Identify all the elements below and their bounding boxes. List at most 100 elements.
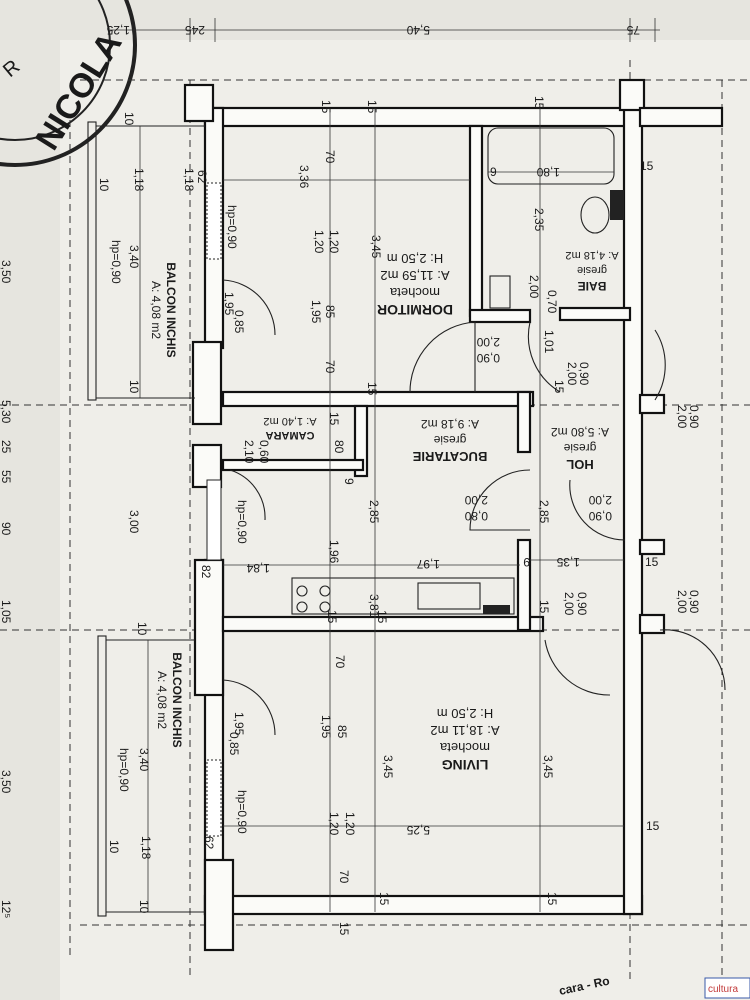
dim-label: 0,80 (464, 509, 488, 523)
dim-label: 15 (645, 555, 659, 569)
wall-bottom (203, 894, 644, 916)
balcony-top (87, 121, 205, 401)
dim-label: 0,85 (232, 310, 246, 334)
dim-label: 70 (337, 870, 351, 884)
room-living: LIVING mocheta A: 18,11 m2 H: 2,50 m (430, 706, 499, 773)
dim-label: 1,95 (232, 712, 246, 736)
paper-sheet (60, 40, 750, 1000)
shower-tray (489, 275, 511, 309)
dim-label: 1,25 (106, 23, 130, 37)
dim-label: 70 (333, 655, 347, 669)
windows (206, 182, 222, 837)
hp-label: hp=0,90 (109, 240, 123, 284)
pillar-top-right (618, 78, 646, 112)
dim-label: 62 (202, 836, 216, 850)
wall-top-ext (638, 106, 724, 128)
room-name: BAIE (578, 279, 607, 293)
wall-buc-right-top (516, 390, 532, 454)
dim-label: 1,95 (319, 715, 333, 739)
dim-label: 10 (127, 380, 141, 394)
room-bucatarie: BUCATARIE gresie A: 9,18 m2 (412, 417, 487, 464)
dim-label: 15 (532, 96, 546, 110)
dim-label: 9 (523, 555, 530, 569)
dim-label: 10 (107, 840, 121, 854)
dim-label: 85 (335, 725, 349, 739)
hp-label: hp=0,90 (225, 205, 239, 249)
room-area: A: 18,11 m2 (430, 723, 499, 738)
dim-label: 15 (545, 892, 559, 906)
wall-top (203, 106, 644, 128)
room-area: A: 5,80 m2 (551, 425, 609, 439)
walls (183, 78, 724, 952)
room-dormitor: DORMITOR mocheta A: 11,59 m2 H: 2,50 m (377, 251, 453, 318)
dim-label: 1,20 (343, 812, 357, 836)
dim-label: 1,20 (327, 230, 341, 254)
dim-label: 1,96 (327, 540, 341, 564)
dim-label: 10 (135, 622, 149, 636)
dim-label: 3,00 (127, 510, 141, 534)
corner-tag: cultura (708, 984, 738, 995)
dim-label: 70 (323, 360, 337, 374)
dim-label: 25 (0, 440, 13, 454)
dim-label: 0,90 (575, 592, 589, 616)
room-area: A: 4,08 m2 (149, 281, 163, 339)
dim-label: 1,18 (182, 168, 196, 192)
wall-dormitor-bottom (221, 390, 535, 408)
room-area: A: 1,40 m2 (263, 415, 316, 427)
dim-label: 15 (365, 100, 379, 114)
dim-label: 15 (327, 412, 341, 426)
wall-baie-bottom (468, 308, 532, 324)
dim-label: 15 (640, 159, 654, 173)
room-finish: mocheta (389, 285, 440, 300)
wall-living-top (221, 615, 545, 633)
dim-label: 9 (342, 478, 356, 485)
pillar-mid-left (191, 340, 223, 426)
dim-label: 3,50 (0, 260, 13, 284)
dim-label: 2,00 (565, 362, 579, 386)
dim-label: 3,50 (0, 770, 13, 794)
room-height: H: 2,50 m (387, 251, 443, 266)
dimension-labels: 5,40 75 245 1,25 10 10 10 10 10 10 1,18 … (0, 23, 701, 936)
room-name: DORMITOR (377, 302, 453, 318)
dim-label: 2,85 (537, 500, 551, 524)
dim-label: 0,90 (687, 405, 701, 429)
room-name: LIVING (442, 757, 489, 773)
dim-label: 0,60 (257, 440, 271, 464)
dim-label: 62 (195, 170, 209, 184)
wall-camara-bottom (221, 458, 365, 472)
wall-camara-right (353, 404, 369, 478)
dim-label: 15 (319, 100, 333, 114)
wall-hol-stub (638, 538, 666, 556)
dim-label: 15 (365, 382, 379, 396)
dim-label: 2,00 (562, 592, 576, 616)
wall-baie-bottom-r (558, 306, 632, 322)
dim-label: 70 (323, 150, 337, 164)
dim-label: 82 (199, 565, 213, 579)
room-balcon-bottom: BALCON INCHIS A: 4,08 m2 (155, 652, 184, 747)
room-finish: gresie (577, 264, 607, 276)
dim-label: 245 (185, 23, 205, 37)
wall-right (622, 106, 644, 916)
dim-label: 3,45 (369, 235, 383, 259)
dim-label: 2,00 (675, 405, 689, 429)
dim-label: 3,36 (297, 165, 311, 189)
dim-label: 2,35 (532, 208, 546, 232)
room-name: HOL (566, 457, 594, 472)
dim-label: 1,20 (327, 812, 341, 836)
dim-label: 2,85 (367, 500, 381, 524)
dim-label: 10 (137, 900, 151, 914)
dim-label: 1,01 (542, 330, 556, 354)
room-camara: CAMARA A: 1,40 m2 (263, 415, 316, 441)
kitchen-sink (417, 582, 481, 610)
dim-label: 0,90 (588, 509, 612, 523)
dim-label: 15 (375, 610, 389, 624)
room-finish: gresie (433, 433, 466, 447)
top-dimension-chain (110, 18, 660, 42)
dim-label: 2,00 (464, 493, 488, 507)
dim-label: 3,45 (381, 755, 395, 779)
room-area: A: 4,18 m2 (565, 249, 618, 261)
hp-label: hp=0,90 (235, 790, 249, 834)
dim-label: 3,81 (367, 594, 381, 618)
bathtub (487, 127, 615, 185)
